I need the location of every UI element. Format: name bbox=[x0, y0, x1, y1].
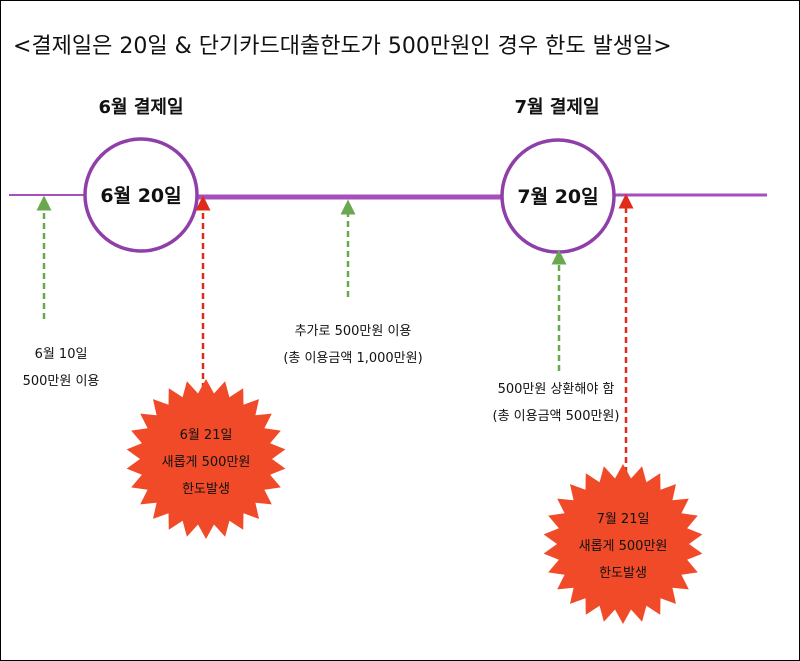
repay-label: 500만원 상환해야 함 bbox=[498, 382, 615, 397]
jul21-new-limit-text: 새롭게 500만원 bbox=[579, 539, 668, 554]
jul21-burst-shape bbox=[543, 464, 703, 624]
jul21-date-text: 7월 21일 bbox=[597, 512, 650, 527]
jun10-date-label: 6월 10일 bbox=[35, 347, 88, 362]
june-20-circle bbox=[83, 137, 199, 253]
july-20-label: 7월 20일 bbox=[517, 186, 598, 208]
repay-total-label: (총 이용금액 500만원) bbox=[493, 409, 620, 424]
jun10-amount-label: 500만원 이용 bbox=[23, 374, 100, 389]
jun21-burst-shape bbox=[126, 379, 286, 539]
extra-usage-label: 추가로 500만원 이용 bbox=[295, 324, 412, 339]
jun21-limit-text: 한도발생 bbox=[182, 482, 230, 497]
diagram-title: <결제일은 20일 & 단기카드대출한도가 500만원인 경우 한도 발생일> bbox=[13, 34, 672, 59]
jul21-limit-text: 한도발생 bbox=[599, 566, 647, 581]
june-payment-heading: 6월 결제일 bbox=[98, 97, 183, 118]
extra-total-label: (총 이용금액 1,000만원) bbox=[283, 351, 422, 366]
jun21-new-limit-text: 새롭게 500만원 bbox=[162, 455, 251, 470]
july-payment-heading: 7월 결제일 bbox=[514, 97, 599, 118]
june-20-label: 6월 20일 bbox=[100, 185, 181, 207]
jun21-date-text: 6월 21일 bbox=[180, 428, 233, 443]
